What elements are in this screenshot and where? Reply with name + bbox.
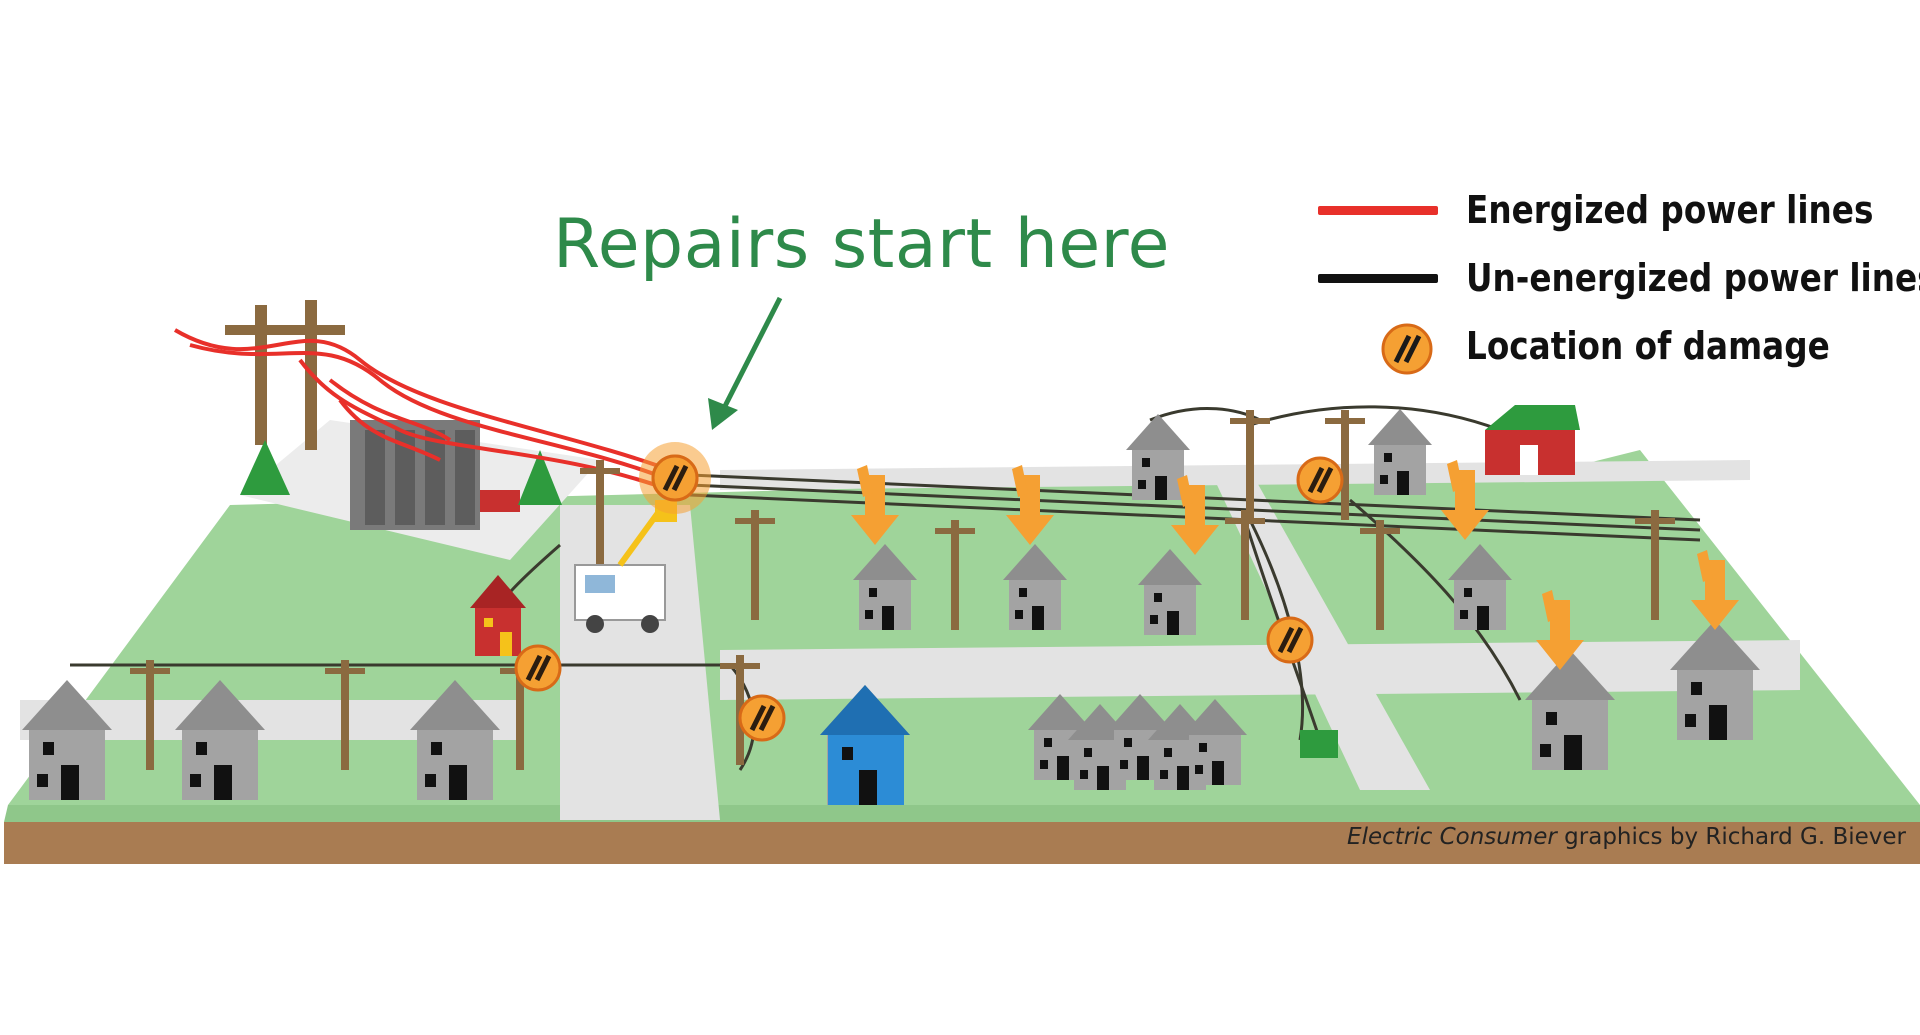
- legend-label: Location of damage: [1466, 324, 1830, 368]
- callout-arrow-icon: [708, 296, 783, 430]
- legend-item-energized: Energized power lines: [1318, 180, 1918, 240]
- transformer: [1300, 730, 1338, 758]
- repair-truck: [574, 500, 677, 633]
- damage-icon: [653, 456, 697, 500]
- substation: [225, 300, 600, 560]
- damage-icon: [1298, 458, 1342, 502]
- legend-label: Energized power lines: [1466, 188, 1874, 232]
- legend-item-unenergized: Un-energized power lines: [1318, 248, 1920, 308]
- barn: [1485, 405, 1580, 475]
- credit-byline: graphics by Richard G. Biever: [1556, 824, 1906, 850]
- legend-label: Un-energized power lines: [1466, 256, 1920, 300]
- energized-line-swatch: [1318, 206, 1438, 215]
- cross-road: [720, 640, 1800, 700]
- house: [1368, 409, 1432, 495]
- repairs-start-callout: Repairs start here: [553, 205, 1170, 284]
- unenergized-line-swatch: [1318, 274, 1438, 283]
- energized-power-lines: [173, 328, 671, 492]
- tree: [240, 440, 290, 495]
- damage-icon: [740, 696, 784, 740]
- side-road-left: [20, 700, 520, 740]
- damage-icon: [1268, 618, 1312, 662]
- publication-name: Electric Consumer: [1347, 824, 1557, 850]
- townhouse-block: [1028, 694, 1247, 790]
- red-house: [470, 575, 526, 656]
- ground-edge: [4, 822, 1920, 864]
- graphics-credit: Electric Consumer graphics by Richard G.…: [1347, 824, 1906, 850]
- damage-icon: [1381, 323, 1433, 375]
- tree: [518, 450, 562, 505]
- damage-icon: [516, 646, 560, 690]
- legend-item-damage: Location of damage: [1318, 316, 1918, 376]
